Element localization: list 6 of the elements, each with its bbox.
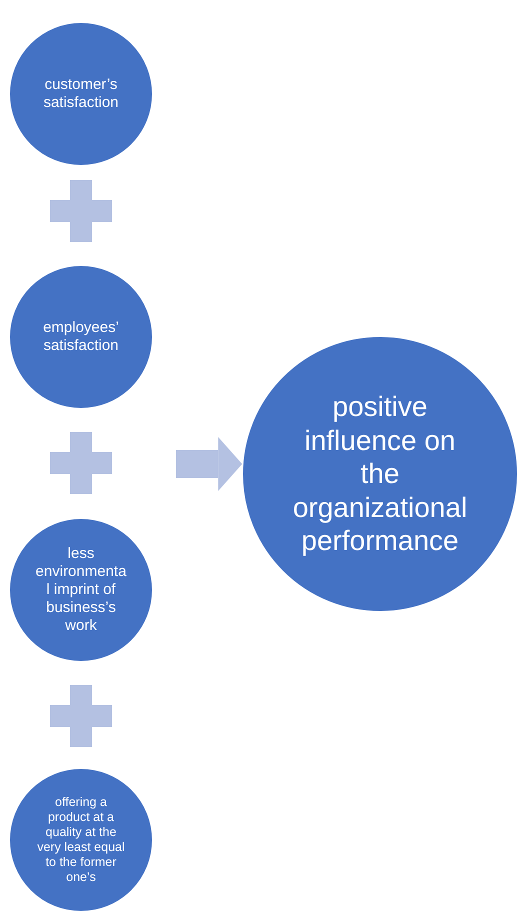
node-label: offering a product at a quality at the very least equal to the former one’s bbox=[37, 795, 125, 885]
node-label: customer’s satisfaction bbox=[42, 76, 120, 112]
node-label: employees’ satisfaction bbox=[42, 319, 120, 355]
block-arrow bbox=[176, 437, 242, 491]
node-label: positive influence on the organizational performance bbox=[292, 390, 468, 558]
node-label: less environmental imprint of business’s work bbox=[35, 545, 127, 635]
